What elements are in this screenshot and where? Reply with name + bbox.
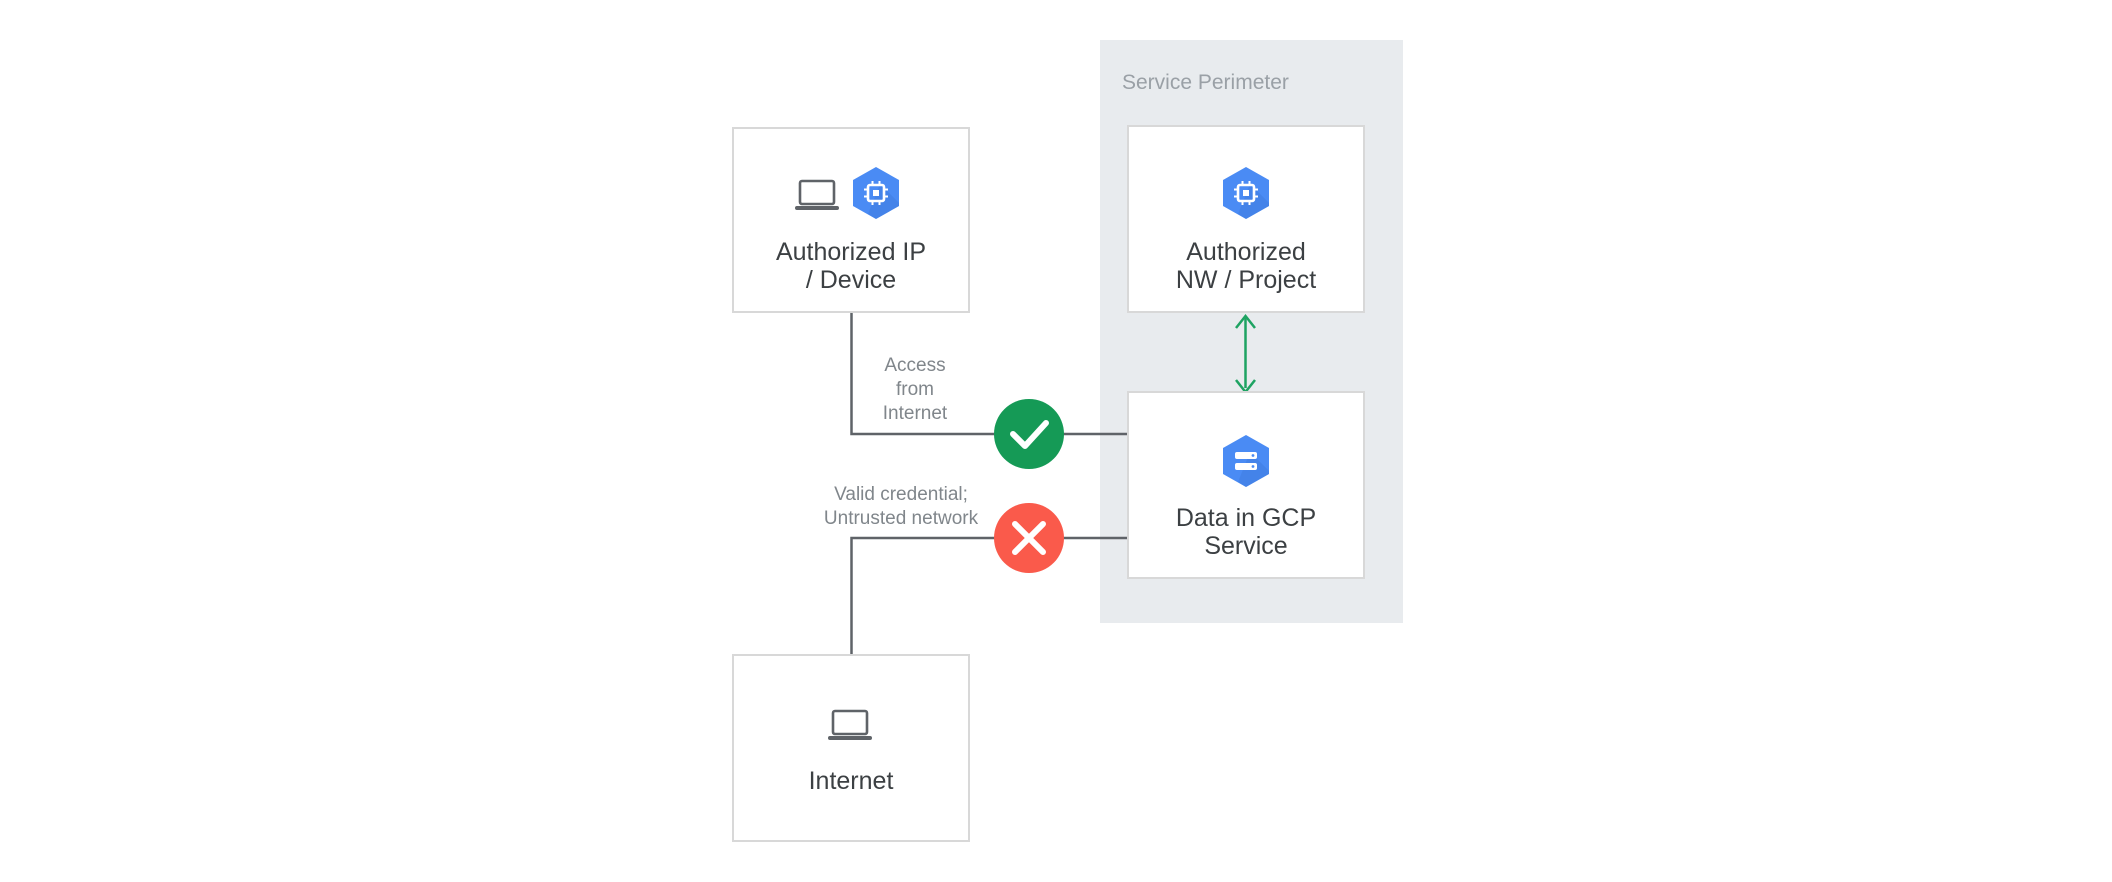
denied-label-line2: Untrusted network: [824, 508, 979, 529]
node-internet[interactable]: Internet: [732, 654, 970, 842]
authorized-ip-device-label-line1: Authorized IP: [776, 238, 926, 266]
allowed-label-line2: from: [896, 379, 934, 400]
edge-label-allowed: Access from Internet: [883, 355, 948, 424]
check-icon: [1010, 420, 1049, 449]
bidirectional-arrow-head-up: [1235, 313, 1256, 329]
laptop-icon: [795, 179, 839, 210]
authorized-nw-project-label-line2: NW / Project: [1176, 266, 1316, 294]
edge-label-denied: Valid credential; Untrusted network: [824, 484, 979, 529]
authorized-ip-device-label-line2: / Device: [806, 266, 896, 294]
compute-engine-hex-icon: [1223, 167, 1269, 219]
denied-label-line1: Valid credential;: [834, 484, 968, 505]
node-data-in-gcp-service[interactable]: Data in GCP Service: [1127, 391, 1365, 579]
allowed-label-line3: Internet: [883, 403, 948, 424]
internet-box[interactable]: [732, 654, 970, 842]
authorized-nw-project-label-line1: Authorized: [1186, 238, 1306, 266]
compute-engine-hex-icon: [853, 167, 899, 219]
internet-label-line1: Internet: [809, 767, 894, 795]
allow-badge-circle[interactable]: [994, 399, 1064, 469]
data-in-gcp-service-label-line2: Service: [1204, 532, 1287, 560]
authorized-ip-device-box[interactable]: [732, 127, 970, 313]
data-storage-hex-icon: [1223, 435, 1269, 487]
service-perimeter-label: Service Perimeter: [1122, 71, 1289, 94]
allowed-label-line1: Access: [884, 355, 945, 376]
cross-icon: [1012, 521, 1046, 555]
laptop-icon: [828, 709, 872, 740]
database-bars: [1235, 452, 1257, 470]
data-in-gcp-service-label-line1: Data in GCP: [1176, 504, 1316, 532]
connector-denied-path: [850, 536, 1128, 655]
node-authorized-ip-device[interactable]: Authorized IP / Device: [732, 127, 970, 313]
status-badge-allowed[interactable]: [994, 399, 1064, 469]
status-badge-denied[interactable]: [994, 503, 1064, 573]
node-authorized-nw-project[interactable]: Authorized NW / Project: [1127, 125, 1365, 313]
